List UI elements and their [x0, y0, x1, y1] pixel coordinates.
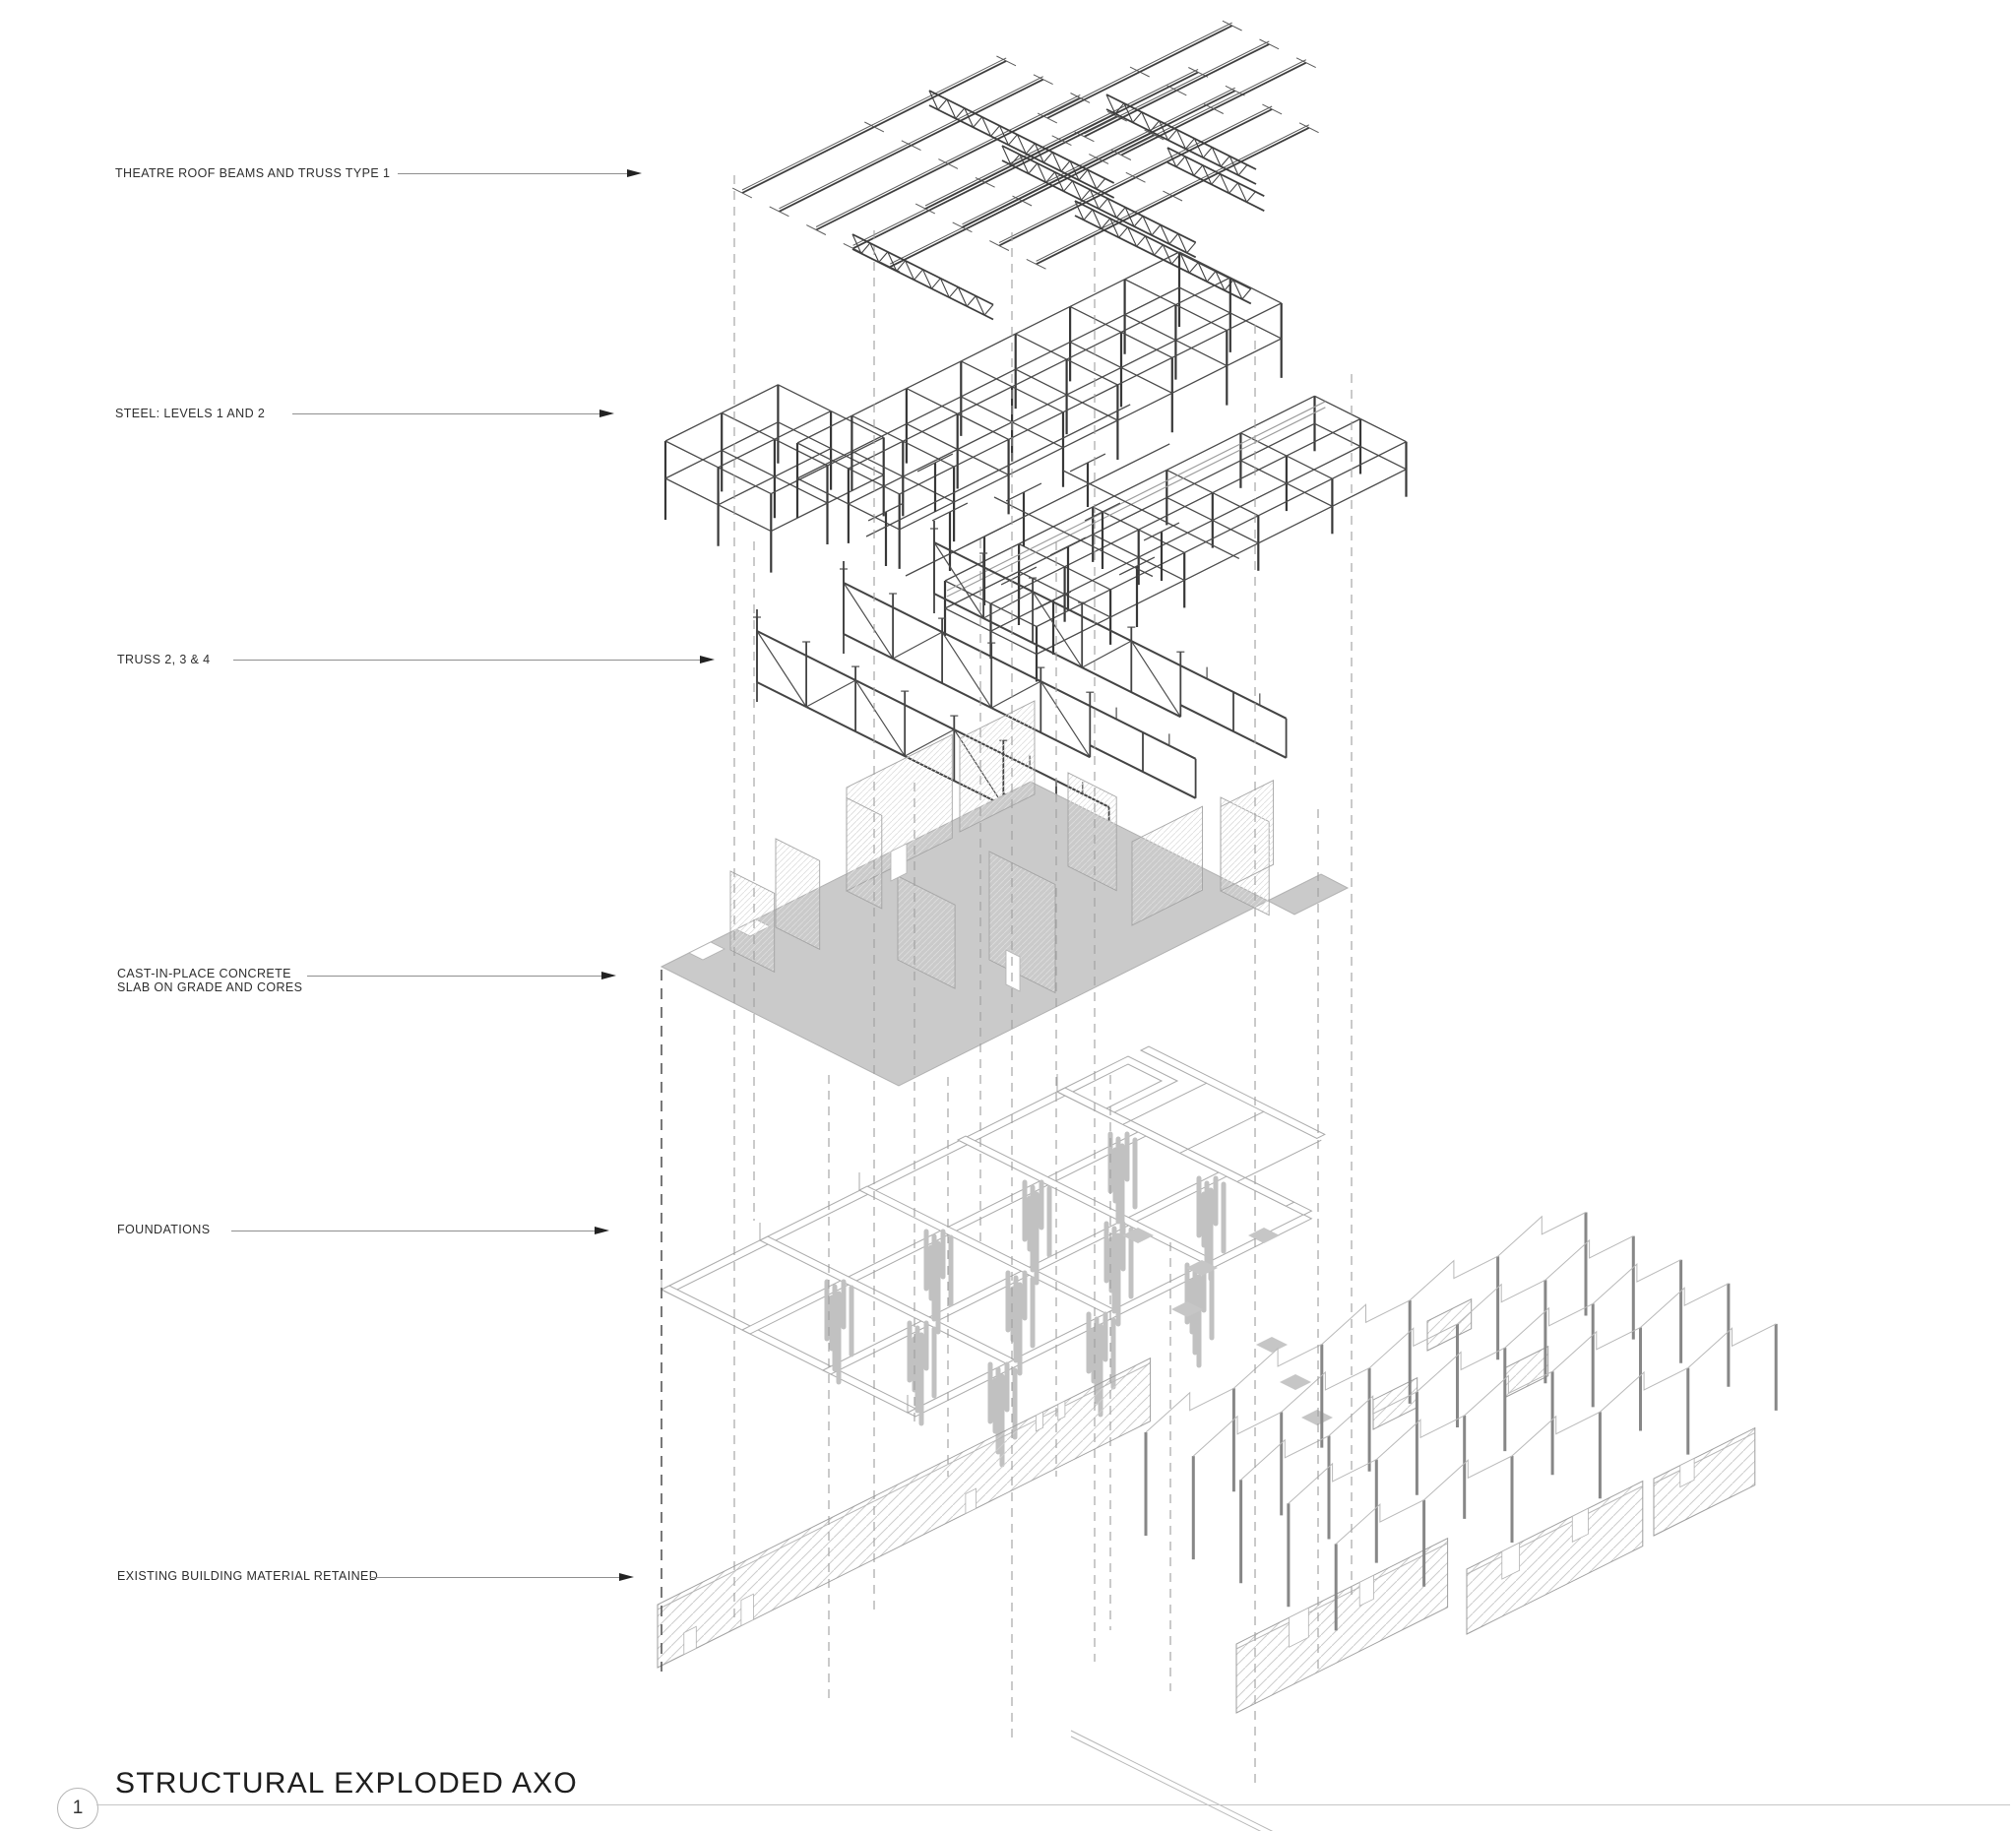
leader-existing-arrow-icon — [619, 1573, 634, 1581]
leader-roof — [398, 173, 627, 174]
label-slab-text-line2: SLAB ON GRADE AND CORES — [117, 979, 303, 994]
leader-foundations-arrow-icon — [595, 1227, 609, 1234]
label-existing: EXISTING BUILDING MATERIAL RETAINED — [117, 1569, 379, 1584]
label-steel: STEEL: LEVELS 1 AND 2 — [115, 407, 266, 421]
layer-existing-building-material-retained — [657, 1212, 1778, 1831]
leader-slab-arrow-icon — [601, 972, 616, 979]
label-steel-text: STEEL: LEVELS 1 AND 2 — [115, 407, 266, 420]
leader-slab — [307, 976, 601, 977]
detail-number: 1 — [72, 1798, 84, 1818]
title-rule — [96, 1804, 2010, 1805]
leader-truss-arrow-icon — [700, 656, 715, 663]
leader-steel — [292, 413, 599, 414]
label-truss: TRUSS 2, 3 & 4 — [117, 653, 211, 667]
label-foundations-text: FOUNDATIONS — [117, 1223, 211, 1236]
label-roof: THEATRE ROOF BEAMS AND TRUSS TYPE 1 — [115, 166, 391, 181]
layer-steel-levels-1-and-2 — [663, 251, 1408, 682]
leader-truss — [233, 660, 700, 661]
label-existing-text: EXISTING BUILDING MATERIAL RETAINED — [117, 1569, 379, 1583]
leader-steel-arrow-icon — [599, 410, 614, 417]
label-roof-text: THEATRE ROOF BEAMS AND TRUSS TYPE 1 — [115, 166, 391, 180]
sheet-title: STRUCTURAL EXPLODED AXO — [115, 1767, 578, 1799]
layer-theatre-roof-beams-and-truss-type-1 — [731, 20, 1319, 321]
leader-roof-arrow-icon — [627, 169, 642, 177]
label-foundations: FOUNDATIONS — [117, 1223, 211, 1237]
layer-foundations — [660, 1045, 1333, 1468]
label-slab: CAST-IN-PLACE CONCRETE SLAB ON GRADE AND… — [117, 967, 303, 994]
detail-number-bubble: 1 — [57, 1788, 98, 1829]
layer-cast-in-place-concrete-slab-on-grade-and-cores — [660, 700, 1350, 1087]
leader-existing — [370, 1577, 619, 1578]
label-truss-text: TRUSS 2, 3 & 4 — [117, 653, 211, 666]
label-slab-text-line1: CAST-IN-PLACE CONCRETE — [117, 967, 291, 980]
projection-lines — [661, 175, 1353, 1788]
